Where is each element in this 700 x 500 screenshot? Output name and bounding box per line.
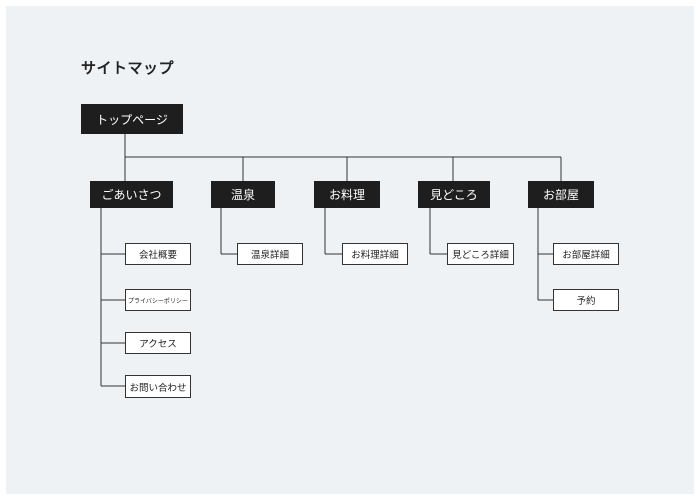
page-node-onsen-detail: 温泉詳細 xyxy=(237,243,303,265)
page-title: サイトマップ xyxy=(81,59,175,77)
page-node-contact: お問い合わせ xyxy=(125,375,191,398)
section-node-rooms: お部屋 xyxy=(528,181,594,208)
page-node-company: 会社概要 xyxy=(125,243,191,265)
section-node-onsen: 温泉 xyxy=(211,181,275,208)
page-node-rooms-detail: お部屋詳細 xyxy=(553,243,619,265)
root-node: トップページ xyxy=(81,104,183,134)
page-node-sights-detail: 見どころ詳細 xyxy=(447,243,514,265)
section-node-sights: 見どころ xyxy=(418,181,490,208)
page-node-cuisine-detail: お料理詳細 xyxy=(342,243,408,265)
page-node-access: アクセス xyxy=(125,332,191,354)
section-node-greeting: ごあいさつ xyxy=(90,181,173,208)
page-node-privacy: プライバシーポリシー xyxy=(125,289,191,311)
page-node-reservation: 予約 xyxy=(553,289,619,311)
section-node-cuisine: お料理 xyxy=(314,181,380,208)
